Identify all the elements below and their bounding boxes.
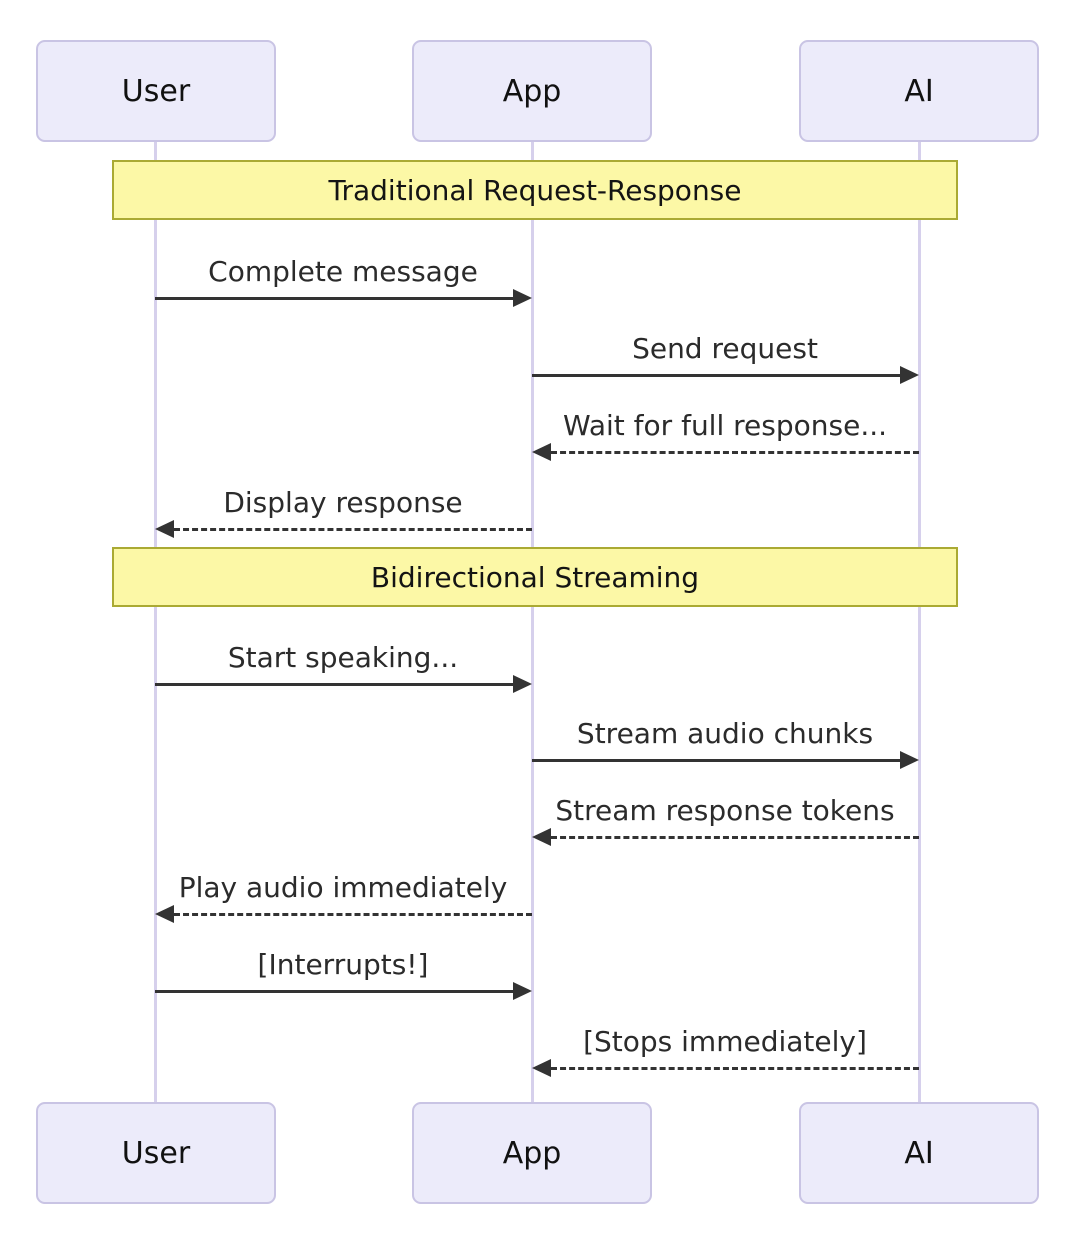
arrow-line: [174, 912, 532, 916]
message-label: Wait for full response...: [562, 409, 888, 442]
arrow-line: [551, 1066, 919, 1070]
arrowhead-left-icon: [532, 828, 551, 846]
section-title: Traditional Request-Response: [328, 173, 742, 207]
actor-top-app: App: [412, 40, 652, 142]
arrowhead-right-icon: [513, 289, 532, 307]
actor-label: AI: [904, 1135, 934, 1171]
arrow-line: [551, 835, 919, 839]
message-label: Send request: [632, 332, 818, 365]
message-label: Complete message: [208, 255, 478, 288]
message-label: [Interrupts!]: [257, 948, 429, 981]
actor-label: User: [121, 73, 191, 109]
message-label: Start speaking...: [227, 641, 459, 674]
arrowhead-left-icon: [532, 1059, 551, 1077]
message-label: Stream audio chunks: [576, 717, 874, 750]
arrow-line: [551, 450, 919, 454]
arrow-line: [155, 682, 515, 686]
arrowhead-left-icon: [155, 905, 174, 923]
actor-top-user: User: [36, 40, 276, 142]
message-label: Play audio immediately: [178, 871, 508, 904]
actor-bottom-ai: AI: [799, 1102, 1039, 1204]
arrowhead-right-icon: [900, 751, 919, 769]
arrow-line: [155, 296, 515, 300]
lifeline-app: [530, 142, 534, 1102]
actor-label: App: [502, 1135, 562, 1171]
arrow-line: [532, 373, 900, 377]
arrow-line: [532, 758, 900, 762]
message-label: Display response: [223, 486, 463, 519]
actor-bottom-app: App: [412, 1102, 652, 1204]
arrowhead-left-icon: [532, 443, 551, 461]
message-label: [Stops immediately]: [583, 1025, 867, 1058]
section-title: Bidirectional Streaming: [370, 560, 700, 594]
actor-label: App: [502, 73, 562, 109]
arrowhead-right-icon: [513, 675, 532, 693]
lifeline-ai: [917, 142, 921, 1102]
arrow-line: [174, 527, 532, 531]
lifeline-user: [153, 142, 157, 1102]
arrowhead-left-icon: [155, 520, 174, 538]
actor-label: AI: [904, 73, 934, 109]
section-band-traditional: Traditional Request-Response: [112, 160, 958, 220]
actor-bottom-user: User: [36, 1102, 276, 1204]
arrowhead-right-icon: [900, 366, 919, 384]
message-label: Stream response tokens: [555, 794, 895, 827]
arrow-line: [155, 989, 515, 993]
actor-top-ai: AI: [799, 40, 1039, 142]
section-band-bidirectional: Bidirectional Streaming: [112, 547, 958, 607]
actor-label: User: [121, 1135, 191, 1171]
arrowhead-right-icon: [513, 982, 532, 1000]
